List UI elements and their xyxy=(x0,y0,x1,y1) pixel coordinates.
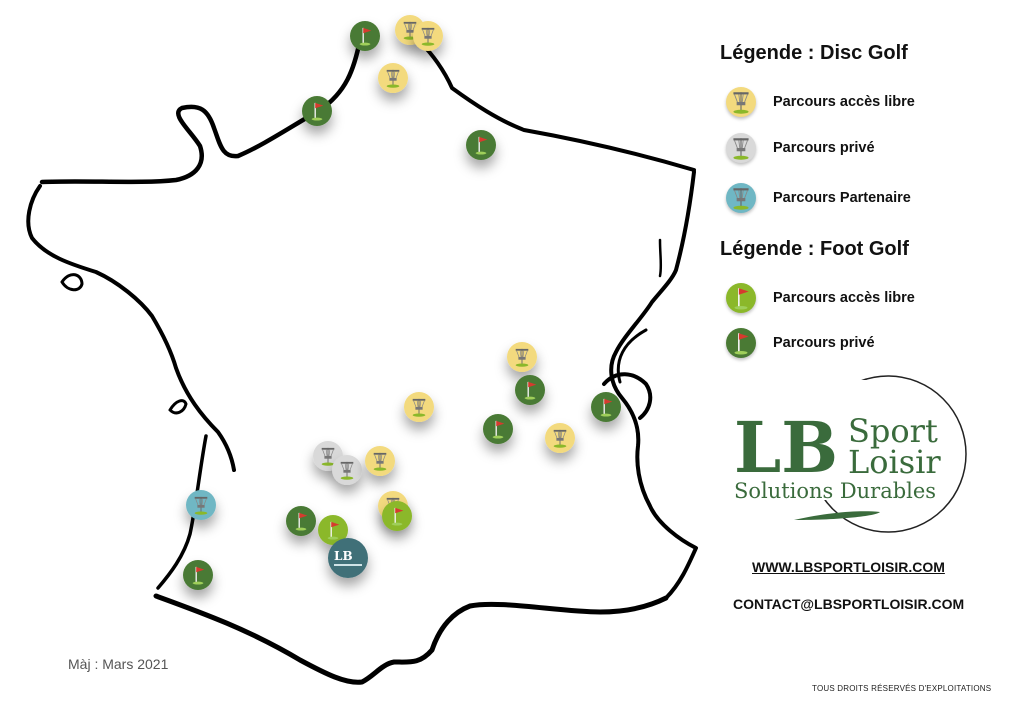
map-marker-disc-partenaire xyxy=(186,490,216,520)
map-marker-foot-libre xyxy=(382,501,412,531)
legend-disc-partenaire-label: Parcours Partenaire xyxy=(773,190,911,206)
logo-sport: Sport xyxy=(848,412,938,450)
map-marker-brand: LB xyxy=(328,538,368,578)
map-marker-foot-prive xyxy=(183,560,213,590)
legend-disc-libre: Parcours accès libre xyxy=(726,86,915,118)
website-link[interactable]: WWW.LBSPORTLOISIR.COM xyxy=(752,559,945,575)
map-marker-foot-prive xyxy=(286,506,316,536)
legend-foot-golf-title: Légende : Foot Golf xyxy=(720,238,909,260)
map-markers: LB xyxy=(183,15,621,590)
map-marker-foot-prive xyxy=(302,96,332,126)
legend-foot-prive-label: Parcours privé xyxy=(773,335,875,351)
map-marker-disc-libre xyxy=(413,21,443,51)
map-marker-disc-libre xyxy=(404,392,434,422)
france-outline xyxy=(26,37,698,685)
disc-golf-basket-icon xyxy=(726,87,756,117)
rights-notice: TOUS DROITS RÉSERVÉS D'EXPLOITATIONS xyxy=(812,684,992,693)
legend-disc-prive-label: Parcours privé xyxy=(773,140,875,156)
update-date: Màj : Mars 2021 xyxy=(68,656,169,672)
map-marker-foot-prive xyxy=(483,414,513,444)
legend-foot-libre: Parcours accès libre xyxy=(726,282,915,314)
legend-disc-golf-title: Légende : Disc Golf xyxy=(720,42,908,64)
lb-sport-loisir-logo: LB Sport Loisir Solutions Durables xyxy=(730,375,967,533)
legend-disc-prive: Parcours privé xyxy=(726,132,875,164)
email-link[interactable]: CONTACT@LBSPORTLOISIR.COM xyxy=(733,596,965,612)
map-marker-disc-libre xyxy=(378,63,408,93)
map-marker-disc-libre xyxy=(545,423,575,453)
flag-icon xyxy=(726,328,756,358)
flag-icon xyxy=(726,283,756,313)
map-marker-disc-libre xyxy=(507,342,537,372)
legend-disc-partenaire: Parcours Partenaire xyxy=(726,182,911,214)
legend-foot-prive: Parcours privé xyxy=(726,327,875,359)
logo-tagline: Solutions Durables xyxy=(734,479,936,503)
map-marker-disc-libre xyxy=(365,446,395,476)
disc-golf-basket-icon xyxy=(726,133,756,163)
logo-loisir: Loisir xyxy=(848,443,941,481)
map-marker-foot-libre xyxy=(318,515,348,545)
map-marker-disc-prive xyxy=(332,455,362,485)
legend-disc-libre-label: Parcours accès libre xyxy=(773,94,915,110)
legend-foot-libre-label: Parcours accès libre xyxy=(773,290,915,306)
brand-marker-logo: LB xyxy=(334,549,353,563)
map-marker-foot-prive xyxy=(591,392,621,422)
map-marker-foot-prive xyxy=(466,130,496,160)
logo-underline-stroke xyxy=(794,511,880,520)
logo-letters: LB xyxy=(734,406,838,489)
map-marker-foot-prive xyxy=(350,21,380,51)
map-marker-foot-prive xyxy=(515,375,545,405)
disc-golf-basket-icon xyxy=(726,183,756,213)
